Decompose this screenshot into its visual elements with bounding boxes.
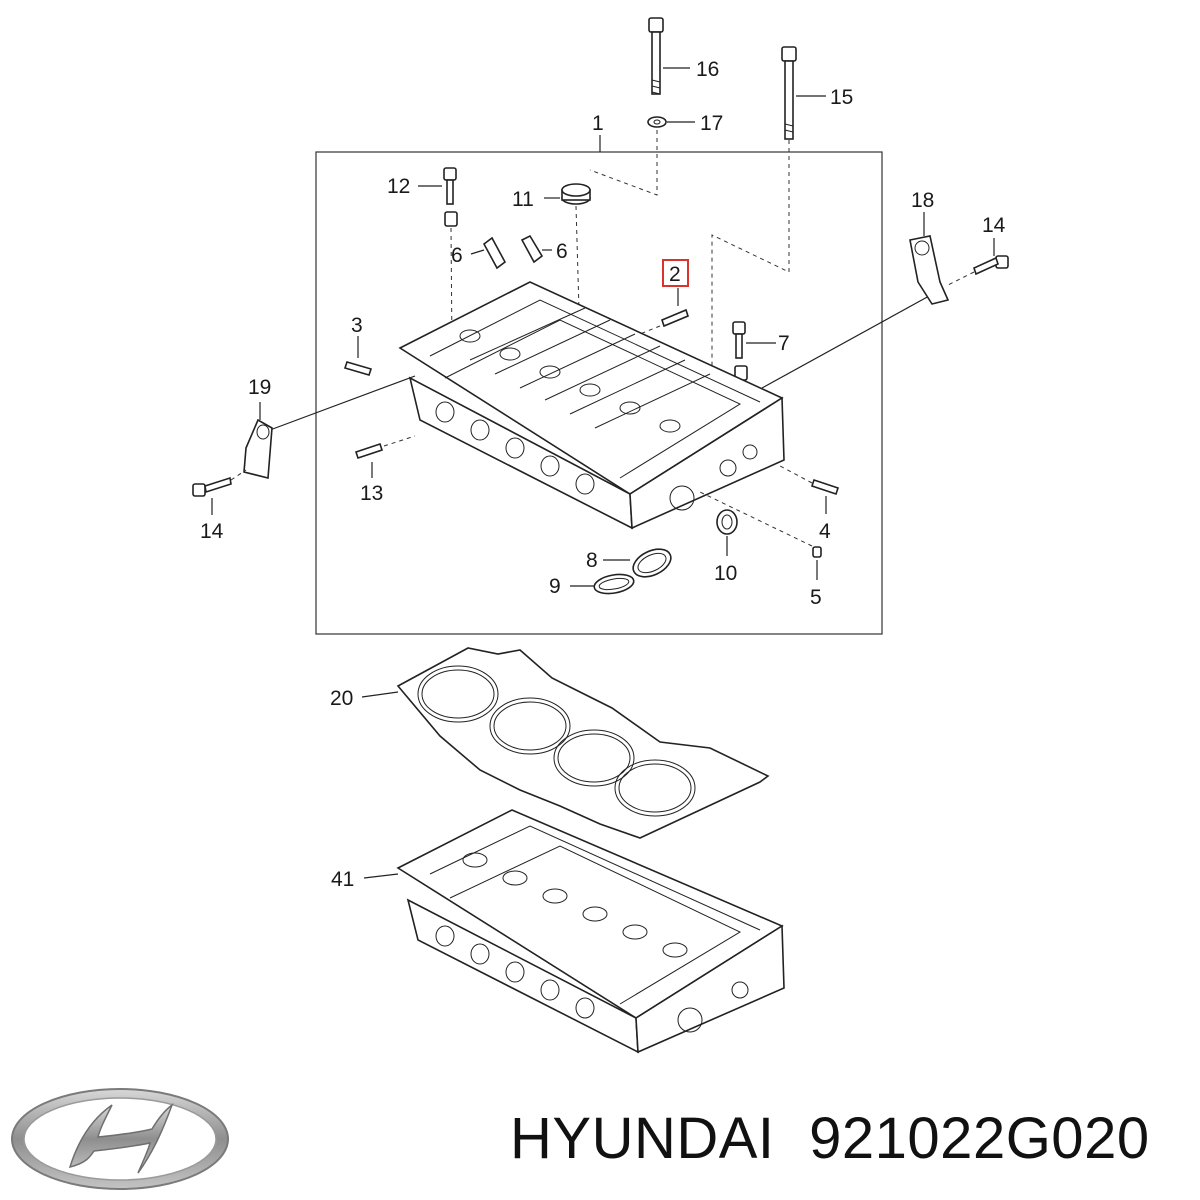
callout-7: 7	[778, 332, 790, 355]
callout-41: 41	[331, 868, 354, 891]
callout-13: 13	[360, 482, 383, 505]
callout-12: 12	[387, 175, 410, 198]
callout-6-right: 6	[556, 240, 568, 263]
callout-10: 10	[714, 562, 737, 585]
callout-20: 20	[330, 687, 353, 710]
stud-4	[810, 478, 840, 496]
callout-17: 17	[700, 112, 723, 135]
bolt-14-right	[973, 255, 1009, 276]
bolt-16	[648, 17, 664, 95]
ring-8	[632, 548, 672, 578]
callout-2-highlight	[662, 259, 689, 287]
callout-4: 4	[819, 520, 831, 543]
plug-11	[561, 183, 591, 205]
seal-10	[716, 509, 738, 535]
stud-3	[343, 361, 373, 376]
head-gasket-20	[396, 647, 770, 839]
callout-9: 9	[549, 575, 561, 598]
cylinder-head-41	[396, 809, 785, 1054]
callout-18: 18	[911, 189, 934, 212]
guide-6-left	[482, 236, 507, 270]
bolt-12	[443, 167, 458, 227]
ring-9	[593, 573, 635, 595]
callout-11: 11	[512, 188, 534, 211]
bolt-14-left	[192, 476, 232, 497]
callout-14-left: 14	[200, 520, 224, 543]
brand-name: HYUNDAI	[510, 1106, 775, 1171]
callout-8: 8	[586, 549, 598, 572]
washer-17	[647, 116, 667, 128]
callout-19: 19	[248, 376, 271, 399]
callout-3: 3	[351, 314, 363, 337]
callout-14-right: 14	[982, 214, 1006, 237]
bracket-18	[909, 235, 950, 305]
bolt-15	[781, 46, 797, 140]
dowel-5	[812, 546, 822, 558]
bracket-19	[243, 418, 273, 480]
bolt-7	[732, 321, 748, 381]
callout-15: 15	[830, 86, 853, 109]
callout-5: 5	[810, 586, 822, 609]
stud-2	[661, 308, 689, 328]
assembly-frame	[315, 151, 883, 635]
cylinder-head-1	[398, 281, 785, 530]
callout-16: 16	[696, 58, 719, 81]
part-number: 921022G020	[809, 1106, 1150, 1171]
callout-6-left: 6	[451, 244, 463, 267]
stud-13	[354, 442, 384, 460]
callout-2: 2	[669, 263, 681, 286]
hyundai-logo-icon	[11, 1088, 229, 1190]
part-caption: HYUNDAI 921022G020	[510, 1105, 1190, 1185]
callout-1: 1	[592, 112, 604, 135]
guide-6-right	[520, 234, 544, 264]
